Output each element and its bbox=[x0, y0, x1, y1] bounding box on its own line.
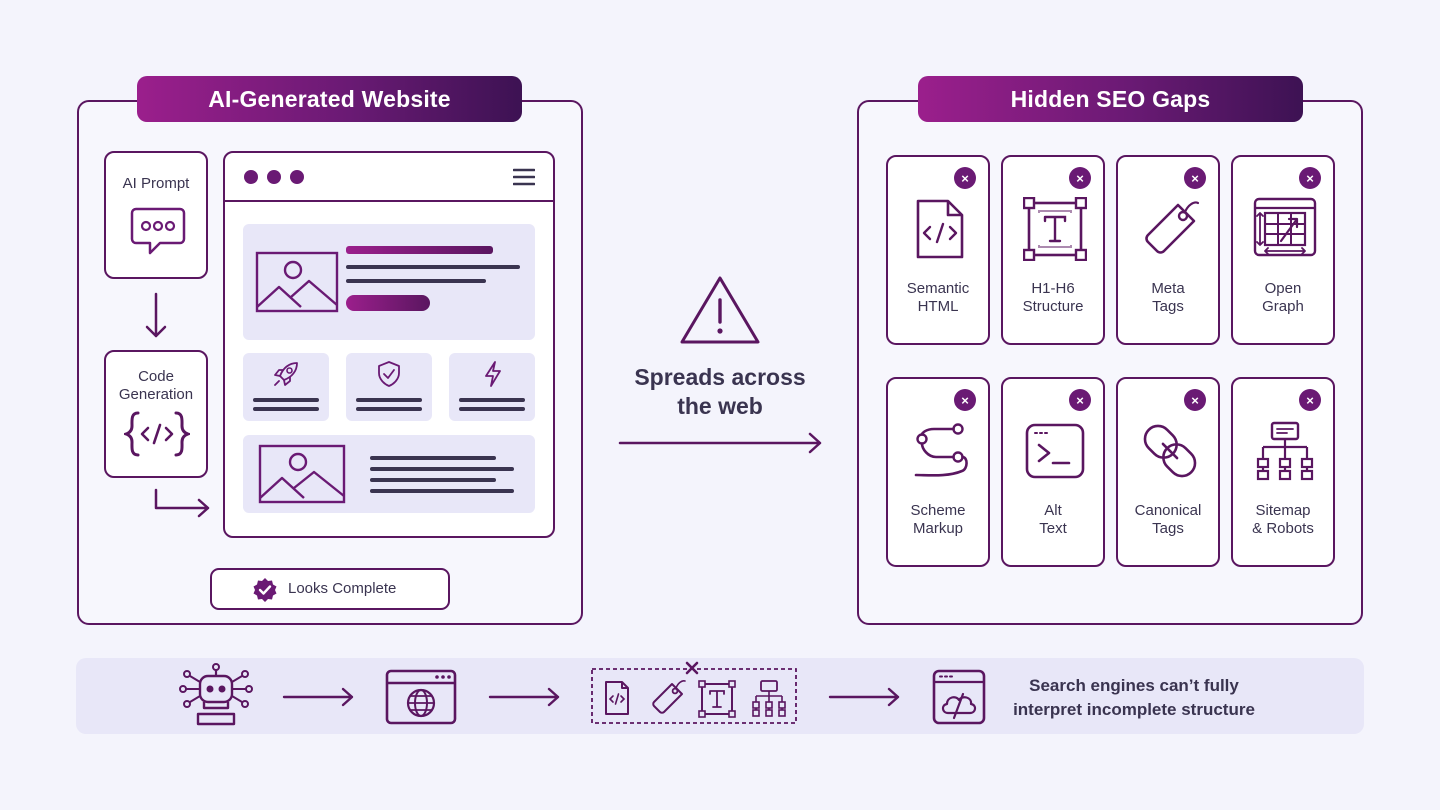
feature-1-line-2 bbox=[253, 407, 319, 411]
hero-text-line-1 bbox=[346, 265, 520, 269]
close-icon: × bbox=[1184, 389, 1206, 411]
shield-check-icon bbox=[378, 361, 400, 387]
seo-card-line1: Canonical bbox=[1134, 502, 1202, 519]
seo-card-line2: Tags bbox=[1152, 298, 1184, 315]
seo-card-line2: HTML bbox=[917, 298, 959, 315]
seo-card-line1: Open bbox=[1264, 280, 1302, 297]
seo-card-line2: & Robots bbox=[1252, 520, 1314, 537]
right-arrow-icon bbox=[618, 432, 822, 454]
seo-card-alt-text: × Alt Text bbox=[1001, 377, 1105, 567]
seo-card-line1: Alt bbox=[1044, 502, 1062, 519]
sitemap-icon bbox=[1256, 421, 1314, 481]
ai-website-panel-title: AI-Generated Website bbox=[137, 76, 522, 122]
seo-card-line2: Text bbox=[1039, 520, 1067, 537]
browser-toolbar bbox=[225, 153, 553, 202]
content-line-2 bbox=[370, 467, 514, 471]
image-placeholder-icon bbox=[255, 251, 339, 313]
browser-mockup bbox=[223, 151, 555, 538]
close-icon: × bbox=[1299, 167, 1321, 189]
content-block bbox=[243, 435, 535, 513]
ai-robot-icon bbox=[179, 663, 253, 726]
seo-card-line1: Meta bbox=[1151, 280, 1185, 297]
content-line-3 bbox=[370, 478, 496, 482]
close-icon: × bbox=[1184, 167, 1206, 189]
tag-icon bbox=[1145, 201, 1200, 254]
looks-complete-label: Looks Complete bbox=[288, 580, 397, 597]
close-icon: × bbox=[954, 167, 976, 189]
code-generation-label-line1: Code bbox=[138, 368, 174, 385]
seo-card-sitemap-robots: × Sitemap & Robots bbox=[1231, 377, 1335, 567]
terminal-icon bbox=[1025, 423, 1085, 479]
close-icon: × bbox=[954, 389, 976, 411]
path-curve-icon bbox=[914, 423, 968, 477]
seo-card-canonical-tags: × Canonical Tags bbox=[1116, 377, 1220, 567]
spreads-caption-line1: Spreads across bbox=[634, 364, 806, 390]
seo-card-heading-structure: × H1-H6 Structure bbox=[1001, 155, 1105, 345]
browser-dot-3 bbox=[290, 170, 304, 184]
seo-card-line2: Tags bbox=[1152, 520, 1184, 537]
seo-card-line1: Semantic bbox=[906, 280, 970, 297]
html-file-icon bbox=[916, 199, 964, 259]
seo-gaps-panel-title: Hidden SEO Gaps bbox=[918, 76, 1303, 122]
browser-globe-icon bbox=[385, 669, 457, 725]
seo-card-line2: Graph bbox=[1262, 298, 1304, 315]
seo-card-semantic-html: × Semantic HTML bbox=[886, 155, 990, 345]
seo-card-open-graph: × Open Graph bbox=[1231, 155, 1335, 345]
elbow-arrow-icon bbox=[154, 488, 210, 518]
spreads-caption-line2: the web bbox=[677, 393, 763, 419]
flow-arrow-3-icon bbox=[828, 687, 900, 707]
code-generation-label-line2: Generation bbox=[118, 386, 194, 403]
code-generation-box: Code Generation bbox=[104, 350, 208, 478]
hero-text-line-2 bbox=[346, 279, 486, 283]
hero-title-bar bbox=[346, 246, 493, 254]
chain-link-icon bbox=[1143, 424, 1197, 478]
hamburger-menu-icon bbox=[513, 168, 535, 186]
feature-2-line-2 bbox=[356, 407, 422, 411]
seo-card-line2: Markup bbox=[912, 520, 964, 537]
feature-3-line-1 bbox=[459, 398, 525, 402]
feature-1-line-1 bbox=[253, 398, 319, 402]
check-badge-icon bbox=[253, 578, 277, 602]
down-arrow-icon bbox=[145, 292, 167, 338]
feature-3-line-2 bbox=[459, 407, 525, 411]
ai-prompt-label: AI Prompt bbox=[122, 175, 190, 192]
flow-arrow-1-icon bbox=[282, 687, 354, 707]
hero-cta-button bbox=[346, 295, 430, 311]
lightning-icon bbox=[485, 361, 501, 387]
seo-card-line1: Scheme bbox=[910, 502, 966, 519]
search-engine-message-line2: interpret incomplete structure bbox=[1013, 700, 1255, 719]
looks-complete-badge: Looks Complete bbox=[210, 568, 450, 610]
close-icon: × bbox=[1069, 167, 1091, 189]
content-line-4 bbox=[370, 489, 514, 493]
chat-bubble-icon bbox=[130, 207, 186, 255]
rocket-icon bbox=[274, 362, 298, 386]
browser-dot-2 bbox=[267, 170, 281, 184]
missing-elements-icon bbox=[591, 661, 797, 724]
browser-dot-1 bbox=[244, 170, 258, 184]
ai-prompt-box: AI Prompt bbox=[104, 151, 208, 279]
close-icon: × bbox=[1069, 389, 1091, 411]
seo-card-line1: H1-H6 bbox=[1031, 280, 1075, 297]
text-frame-icon bbox=[1023, 197, 1087, 261]
content-image-icon bbox=[258, 444, 346, 504]
seo-card-meta-tags: × Meta Tags bbox=[1116, 155, 1220, 345]
broken-cloud-browser-icon bbox=[932, 669, 986, 725]
seo-card-line1: Sitemap bbox=[1255, 502, 1311, 519]
close-icon: × bbox=[1299, 389, 1321, 411]
warning-triangle-icon bbox=[680, 276, 760, 344]
flow-arrow-2-icon bbox=[488, 687, 560, 707]
seo-card-scheme-markup: × Scheme Markup bbox=[886, 377, 990, 567]
code-braces-icon bbox=[124, 411, 190, 457]
open-graph-grid-icon bbox=[1253, 197, 1317, 257]
feature-2-line-1 bbox=[356, 398, 422, 402]
content-line-1 bbox=[370, 456, 496, 460]
search-engine-message-line1: Search engines can’t fully bbox=[1029, 676, 1239, 695]
seo-card-line2: Structure bbox=[1022, 298, 1084, 315]
